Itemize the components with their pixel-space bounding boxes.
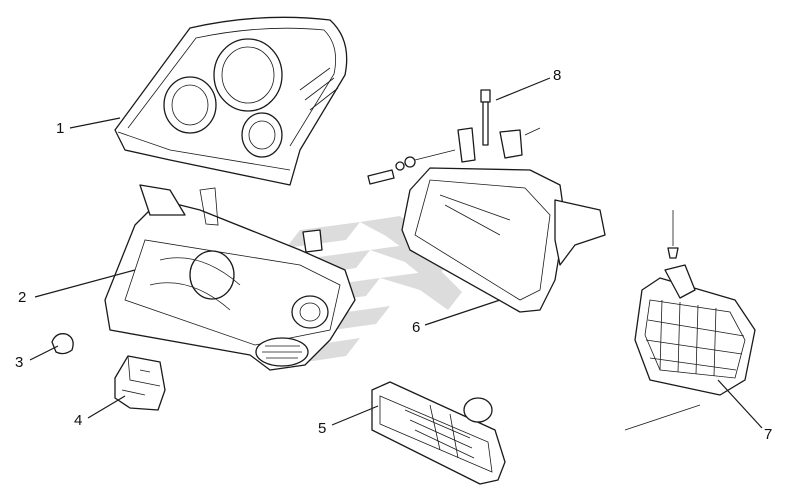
part-1-headlamp-bezel bbox=[114, 16, 348, 186]
leader-lines bbox=[29, 77, 763, 429]
callout-1: 1 bbox=[56, 120, 64, 137]
part-4-connector bbox=[114, 355, 166, 411]
callout-4: 4 bbox=[74, 412, 82, 429]
fastener-set bbox=[367, 127, 541, 185]
part-5-side-marker-lamp bbox=[371, 381, 506, 485]
callout-6: 6 bbox=[412, 319, 420, 336]
part-7-corner-lamp bbox=[624, 210, 756, 431]
part-3-bulb bbox=[51, 333, 74, 355]
part-8-bolt bbox=[480, 89, 491, 146]
callout-3: 3 bbox=[15, 354, 23, 371]
callout-7: 7 bbox=[764, 426, 772, 443]
part-6-headlamp-housing bbox=[401, 127, 606, 313]
callout-2: 2 bbox=[18, 289, 26, 306]
callout-8: 8 bbox=[553, 67, 561, 84]
callout-5: 5 bbox=[318, 420, 326, 437]
part-2-headlamp-lens bbox=[104, 184, 356, 371]
